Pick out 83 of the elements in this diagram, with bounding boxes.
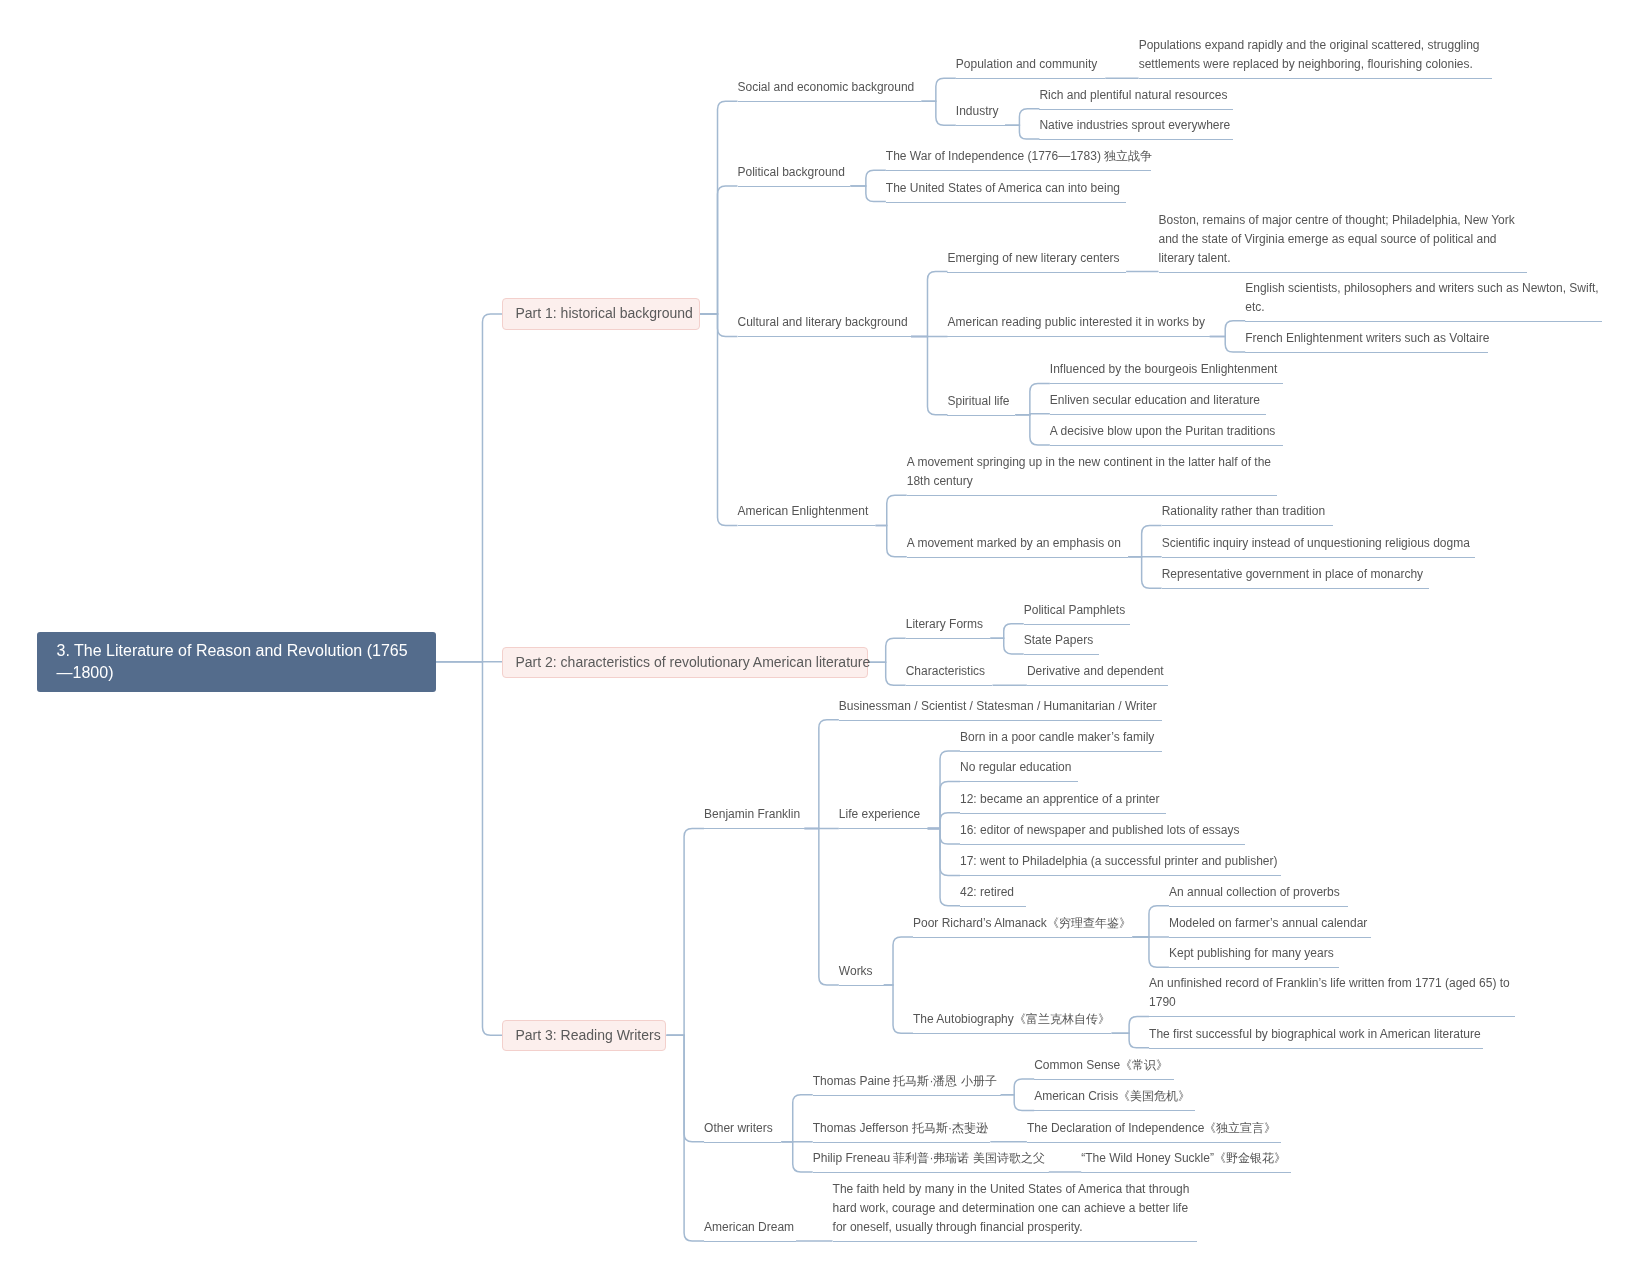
subtopic: Literary Forms: [905, 615, 991, 640]
subtopic: Philip Freneau 菲利普·弗瑞诺 美国诗歌之父: [812, 1149, 1049, 1174]
subtopic: Boston, remains of major centre of thought; Philadelphia, New York and the state of Virginia emerge as equal source of political and literary talent.: [1158, 210, 1528, 273]
subtopic: American Crisis《美国危机》: [1034, 1087, 1196, 1112]
subtopic: Social and economic background: [737, 78, 922, 103]
connector-line: [867, 661, 907, 687]
subtopic: Other writers: [704, 1118, 782, 1143]
subtopic: Scientific inquiry instead of unquestioning religious dogma: [1161, 533, 1476, 558]
subtopic: Thomas Paine 托马斯·潘恩 小册子: [812, 1071, 1001, 1096]
subtopic: 17: went to Philadelphia (a successful printer and publisher): [960, 852, 1281, 877]
subtopic: English scientists, philosophers and writers such as Newton, Swift, etc.: [1245, 278, 1603, 322]
main-topic: Part 1: historical background: [502, 297, 700, 331]
subtopic: Populations expand rapidly and the original scattered, struggling settlements were replaced by neighboring, flourishing colonies.: [1138, 36, 1492, 80]
subtopic: Common Sense《常识》: [1034, 1056, 1175, 1081]
connector-line: [920, 100, 957, 127]
subtopic: 42: retired: [960, 882, 1026, 907]
subtopic: No regular education: [960, 758, 1079, 783]
connector-line: [1104, 77, 1140, 80]
connector-line: [699, 313, 739, 527]
connector-line: [991, 684, 1028, 687]
subtopic: Life experience: [838, 805, 928, 830]
connector-line: [989, 1141, 1028, 1143]
subtopic: 16: editor of newspaper and published lots of essays: [960, 821, 1246, 846]
connector-line: [1208, 335, 1246, 353]
subtopic: Thomas Jefferson 托马斯·杰斐逊: [812, 1118, 991, 1143]
subtopic: Enliven secular education and literature: [1049, 390, 1267, 415]
connector-line: [795, 1240, 834, 1242]
subtopic: An unfinished record of Franklin’s life written from 1771 (aged 65) to 1790: [1149, 974, 1515, 1018]
connector-line: [989, 637, 1025, 655]
subtopic: Born in a poor candle maker’s family: [960, 728, 1162, 753]
subtopic: Derivative and dependent: [1026, 662, 1168, 687]
subtopic: Spiritual life: [947, 391, 1016, 416]
subtopic: Characteristics: [905, 662, 993, 687]
subtopic: Political Pamphlets: [1023, 600, 1131, 625]
subtopic: Emerging of new literary centers: [947, 248, 1127, 273]
main-topic: Part 3: Reading Writers: [502, 1019, 667, 1051]
subtopic: Industry: [955, 102, 1005, 127]
main-topic: Part 2: characteristics of revolutionary American literature: [502, 646, 869, 678]
subtopic: Kept publishing for many years: [1168, 944, 1340, 969]
subtopic: The Autobiography《富兰克林自传》: [913, 1010, 1112, 1035]
connector-line: [1004, 124, 1041, 140]
subtopic: A movement marked by an emphasis on: [906, 533, 1129, 558]
subtopic: The United States of America can into being: [885, 178, 1127, 203]
subtopic: The first successful by biographical work in American literature: [1149, 1024, 1484, 1049]
subtopic: French Enlightenment writers such as Voltaire: [1245, 329, 1488, 354]
subtopic: A movement springing up in the new continent in the latter half of the 18th century: [906, 453, 1277, 497]
subtopic: American reading public interested it in works by: [947, 313, 1210, 338]
connector-line: [1110, 1032, 1150, 1049]
subtopic: Rationality rather than tradition: [1161, 502, 1333, 527]
subtopic: The War of Independence (1776—1783) 独立战争: [885, 147, 1152, 172]
subtopic: An annual collection of proverbs: [1168, 882, 1348, 907]
connector-line: [1131, 936, 1170, 969]
connector-line: [926, 827, 961, 907]
connector-line: [434, 661, 504, 1036]
subtopic: Representative government in place of monarchy: [1161, 565, 1430, 590]
connector-line: [1014, 413, 1051, 446]
connector-line: [780, 1141, 814, 1173]
subtopic: American Dream: [704, 1218, 796, 1243]
subtopic: Population and community: [955, 55, 1106, 80]
subtopic: Native industries sprout everywhere: [1039, 115, 1233, 140]
subtopic: A decisive blow upon the Puritan traditions: [1049, 422, 1283, 446]
subtopic: State Papers: [1023, 630, 1099, 655]
subtopic: American Enlightenment: [737, 502, 876, 527]
subtopic: 12: became an apprentice of a printer: [960, 789, 1166, 814]
subtopic: The Declaration of Independence《独立宣言》: [1026, 1118, 1281, 1143]
subtopic: Poor Richard’s Almanack《穷理查年鉴》: [913, 914, 1133, 939]
connector-line: [1127, 556, 1163, 589]
connector-line: [874, 524, 908, 558]
subtopic: The faith held by many in the United States of America that through hard work, courage and determination one can achieve a better life for oneself, usually through financial prosperity.: [832, 1180, 1198, 1243]
subtopic: Businessman / Scientist / Statesman / Humanitarian / Writer: [838, 696, 1162, 721]
subtopic: Benjamin Franklin: [704, 805, 805, 830]
subtopic: Political background: [737, 162, 851, 187]
subtopic: Modeled on farmer’s annual calendar: [1168, 914, 1371, 939]
connector-line: [849, 185, 887, 203]
connector-line: [1048, 1171, 1082, 1173]
connector-line: [1000, 1094, 1035, 1112]
central-topic: 3. The Literature of Reason and Revolution (1765—1800): [36, 632, 436, 692]
subtopic: Works: [838, 962, 884, 987]
subtopic: “The Wild Honey Suckle”《野金银花》: [1081, 1149, 1292, 1174]
subtopic: Rich and plentiful natural resources: [1039, 85, 1233, 110]
subtopic: Influenced by the bourgeois Enlightenment: [1049, 360, 1283, 385]
connector-line: [1125, 270, 1160, 273]
subtopic: Cultural and literary background: [737, 313, 911, 338]
